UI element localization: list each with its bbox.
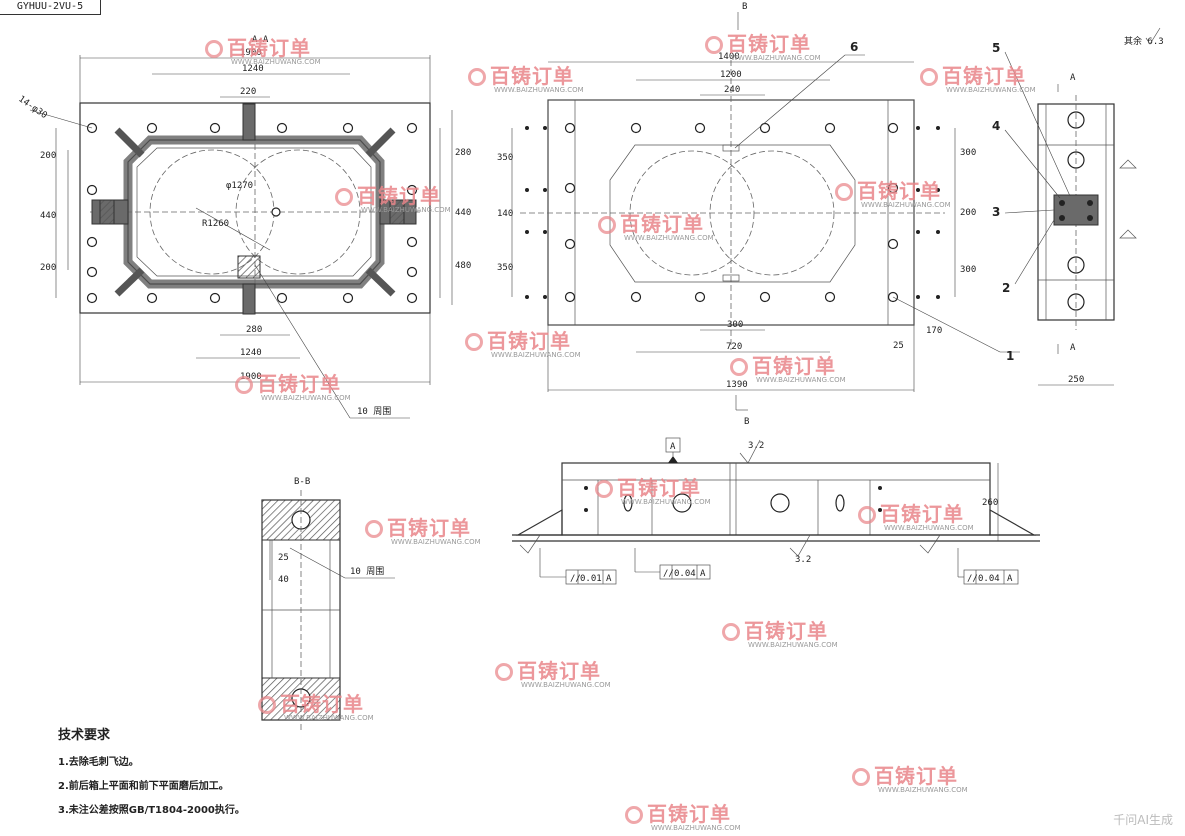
section-label-aa: A-A xyxy=(252,35,269,45)
tolerance-frame-1: // 0.01 A xyxy=(539,548,617,585)
tolerance-2-datum: A xyxy=(700,569,706,579)
callout-2: 2 xyxy=(1002,281,1010,295)
callout-4: 4 xyxy=(992,119,1000,133)
dim-center-diam: φ1270 xyxy=(226,181,253,191)
dim-tr-slot: 240 xyxy=(724,85,740,95)
svg-text:40: 40 xyxy=(278,575,289,585)
tolerance-3-datum: A xyxy=(1007,574,1013,584)
svg-text:25: 25 xyxy=(278,553,289,563)
tech-req-item-2: 2.前后箱上平面和前下平面磨后加工。 xyxy=(58,781,229,792)
tech-req-title: 技术要求 xyxy=(58,728,111,743)
dim-tr-inner-width: 1200 xyxy=(720,70,742,80)
dim-height-left-1: 200 xyxy=(40,151,56,161)
callout-6: 6 xyxy=(850,40,858,54)
callout-1: 1 xyxy=(1006,349,1014,363)
dim-tr-bottom-1: 300 xyxy=(727,320,743,330)
datum-a: A xyxy=(670,442,676,452)
dim-height-left-2: 440 xyxy=(40,211,56,221)
section-label-bb: B-B xyxy=(294,477,310,487)
tolerance-3: 0.04 xyxy=(978,574,1000,584)
ai-generated-badge: 千问AI生成 xyxy=(1113,813,1173,827)
dim-tr-right-2: 200 xyxy=(960,208,976,218)
dim-tr-left-1: 350 xyxy=(497,153,513,163)
dim-height-right-3: 480 xyxy=(455,261,471,271)
tolerance-frame-2: // 0.04 A xyxy=(634,548,711,580)
top-left-plan-view: A-A 1900 1240 220 xyxy=(16,35,471,419)
dim-side-width: 250 xyxy=(1068,375,1084,385)
dim-tr-side-b: 25 xyxy=(893,341,904,351)
dim-height-right-2: 440 xyxy=(455,208,471,218)
svg-text://: // xyxy=(570,574,581,584)
note-chamfer: 14-φ30 xyxy=(16,94,48,121)
svg-text://: // xyxy=(967,574,978,584)
dim-tr-side-a: 170 xyxy=(926,326,942,336)
weld-note-2: 10 周围 xyxy=(350,566,384,577)
dim-overall-width-bottom: 1900 xyxy=(240,372,262,382)
dim-height-right-1: 280 xyxy=(455,148,471,158)
dim-tr-bottom-3: 1390 xyxy=(726,380,748,390)
svg-text://: // xyxy=(663,569,674,579)
dim-tr-left-3: 350 xyxy=(497,263,513,273)
dim-tr-right-1: 300 xyxy=(960,148,976,158)
tolerance-2: 0.04 xyxy=(674,569,696,579)
top-right-plan-view: B 1400 1200 240 xyxy=(497,2,1020,427)
view-label-a-right: A xyxy=(1070,73,1076,83)
tech-req-item-3: 3.未注公差按照GB/T1804-2000执行。 xyxy=(58,805,245,816)
dim-tr-bottom-2: 720 xyxy=(726,342,742,352)
dim-height-left-3: 200 xyxy=(40,263,56,273)
tolerance-frame-3: // 0.04 A xyxy=(957,548,1019,585)
dim-slot-top: 220 xyxy=(240,87,256,97)
callout-3: 3 xyxy=(992,205,1000,219)
dim-tr-left-2: 140 xyxy=(497,209,513,219)
weld-note-1: 10 周围 xyxy=(357,406,391,417)
view-label-b-top: B xyxy=(742,2,747,12)
roughness-top: 3.2 xyxy=(748,441,764,451)
dim-slot-bottom: 280 xyxy=(246,325,262,335)
dim-inner-width-bottom: 1240 xyxy=(240,348,262,358)
tolerance-1-datum: A xyxy=(606,574,612,584)
roughness-bottom: 3.2 xyxy=(795,555,811,565)
view-label-a-right-bottom: A xyxy=(1070,343,1076,353)
dim-front-height: 260 xyxy=(982,498,998,508)
front-elevation: A 3.2 3.2 260 // 0.01 A // 0.04 A xyxy=(512,437,1040,585)
tech-req-item-1: 1.去除毛刺飞边。 xyxy=(58,757,139,768)
dim-tr-right-3: 300 xyxy=(960,265,976,275)
dim-radius: R1260 xyxy=(202,219,229,229)
view-label-b-bottom: B xyxy=(744,417,749,427)
surface-finish-note: 其余 6.3 xyxy=(1124,35,1164,47)
dim-tr-overall-width: 1400 xyxy=(718,52,740,62)
section-bb-view: B-B 25 40 10 周围 xyxy=(261,477,395,730)
side-view: A 250 A 2 3 4 5 其余 6.3 xyxy=(992,27,1164,386)
technical-requirements: 技术要求 1.去除毛刺飞边。 2.前后箱上平面和前下平面磨后加工。 3.未注公差… xyxy=(58,724,245,825)
callout-5: 5 xyxy=(992,41,1000,55)
tolerance-1: 0.01 xyxy=(580,574,602,584)
drawing-number: GYHUU-2VU-5 xyxy=(0,0,101,15)
dim-inner-width-top: 1240 xyxy=(242,64,264,74)
dim-overall-width: 1900 xyxy=(240,48,262,58)
